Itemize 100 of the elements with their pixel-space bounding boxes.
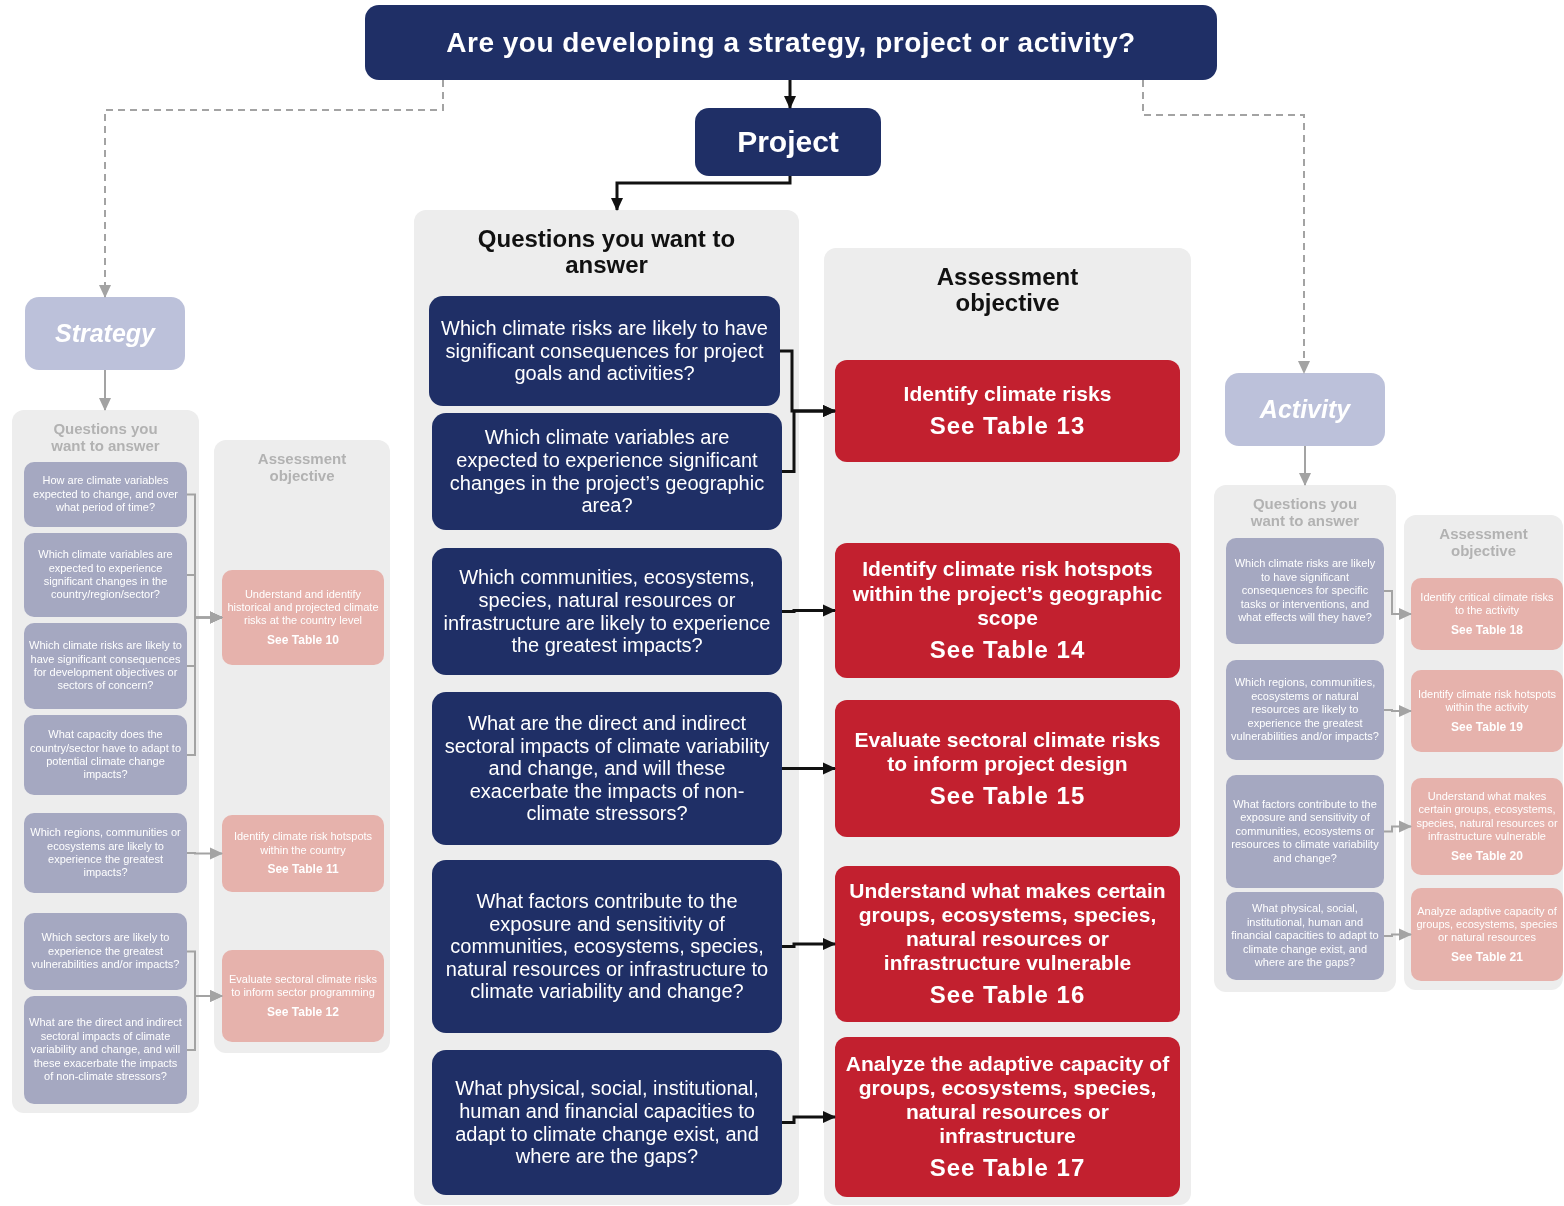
column-heading: Assessment objective <box>935 264 1080 317</box>
question-text: How are climate variables expected to change, and over what period of time? <box>32 474 179 515</box>
objective-box <box>835 700 1180 837</box>
objective-text: Understand what makes certain groups, ecosystems, species, natural resources or infrastructure vulnerable <box>1416 789 1558 844</box>
objective-box <box>1411 578 1563 650</box>
column-heading: Assessment objective <box>256 450 348 485</box>
table-reference: See Table 19 <box>1451 719 1523 735</box>
objective-box <box>835 360 1180 462</box>
column-panel <box>1214 485 1396 992</box>
question-box <box>429 296 780 406</box>
table-reference: See Table 17 <box>929 1154 1086 1183</box>
objective-box <box>1411 778 1563 875</box>
objective-box <box>835 543 1180 678</box>
table-reference: See Table 14 <box>929 635 1086 664</box>
arrow <box>782 1111 836 1124</box>
arrow <box>99 79 444 298</box>
objective-text: Identify critical climate risks to the activity <box>1419 590 1555 618</box>
question-banner <box>365 5 1217 80</box>
table-reference: See Table 13 <box>929 412 1086 440</box>
objective-text: Understand what makes certain groups, ecosystems, species, natural resources or infrastructure vulnerable <box>848 878 1167 976</box>
question-text: Which climate risks are likely to have significant consequences for specific tasks or interventions, and what effects will they have? <box>1233 557 1377 625</box>
arrow <box>1142 79 1310 374</box>
question-text: What factors contribute to the exposure and sensitivity of communities, ecosystems, species, natural resources or infrastructure to climate variability and change? <box>444 890 770 1003</box>
question-box <box>1226 660 1384 760</box>
table-reference: See Table 10 <box>267 632 339 648</box>
question-text: Which regions, communities or ecosystems are likely to experience the greatest impacts? <box>29 826 182 880</box>
column-heading: Questions you want to answer <box>476 226 737 279</box>
table-reference: See Table 20 <box>1451 848 1523 864</box>
objective-text: Understand and identify historical and projected climate risks at the country level <box>227 587 379 628</box>
question-text: Which climate variables are expected to experience significant changes in the country/region/sector? <box>37 548 174 602</box>
arrow <box>782 604 836 617</box>
question-box <box>24 913 187 990</box>
objective-box <box>835 1037 1180 1197</box>
question-text: Which climate risks are likely to have significant consequences for development objectives or sectors of concern? <box>28 639 183 693</box>
arrow <box>1383 705 1412 717</box>
objective-text: Identify climate risk hotspots within the activity <box>1416 687 1558 715</box>
objective-box <box>1411 888 1563 981</box>
question-box <box>24 996 187 1104</box>
question-text: What are the direct and indirect sectoral impacts of climate variability and change, and will these exacerbate the impacts of non-climate stressors? <box>28 1016 183 1084</box>
arrow <box>186 611 223 756</box>
question-box <box>24 462 187 527</box>
objective-text: Evaluate sectoral climate risks to inform project design <box>853 727 1162 776</box>
table-reference: See Table 21 <box>1451 949 1523 965</box>
arrow <box>1299 445 1311 486</box>
column-panel <box>12 410 199 1113</box>
question-box <box>24 533 187 617</box>
heading-text: Project <box>737 125 839 159</box>
question-box <box>1226 775 1384 888</box>
arrow <box>611 176 792 211</box>
arrow <box>186 847 223 860</box>
question-text: What factors contribute to the exposure and sensitivity of communities, ecosystems or resources to climate variability and change? <box>1230 798 1380 865</box>
arrow <box>782 405 836 473</box>
question-text: Which sectors are likely to experience the greatest vulnerabilities and/or impacts? <box>30 931 181 972</box>
question-box <box>432 860 782 1033</box>
heading-text: Activity <box>1259 395 1351 424</box>
objective-box <box>1411 670 1563 752</box>
table-reference: See Table 18 <box>1451 622 1523 638</box>
question-box <box>432 692 782 845</box>
arrow <box>1383 590 1412 620</box>
question-box <box>432 1050 782 1195</box>
arrow <box>1383 928 1412 941</box>
column-panel <box>1404 515 1563 990</box>
question-text: Which regions, communities, ecosystems or natural resources are likely to experience the greatest vulnerabilities and/or impacts? <box>1230 676 1380 744</box>
arrow <box>782 762 836 775</box>
objective-box <box>222 950 384 1042</box>
arrow <box>99 369 111 411</box>
arrow <box>784 80 796 109</box>
question-text: Which climate variables are expected to experience significant changes in the project’s geographic area? <box>448 426 766 517</box>
objective-text: Analyze adaptive capacity of groups, ecosystems, species or natural resources <box>1416 904 1558 945</box>
objective-text: Identify climate risk hotspots within the project’s geographic scope <box>851 557 1164 630</box>
objective-box <box>222 815 384 892</box>
choice-box <box>25 297 185 370</box>
column-heading: Assessment objective <box>1438 525 1529 560</box>
question-box <box>432 413 782 530</box>
heading-text: Are you developing a strategy, project or activity? <box>446 26 1136 59</box>
table-reference: See Table 16 <box>929 981 1086 1010</box>
question-text: What are the direct and indirect sectoral impacts of climate variability and change, and will these exacerbate the impacts of non-climate stressors? <box>443 712 771 825</box>
column-heading: Questions you want to answer <box>50 420 161 455</box>
table-reference: See Table 11 <box>267 862 339 877</box>
objective-text: Evaluate sectoral climate risks to inform sector programming <box>228 972 378 1000</box>
question-text: What physical, social, institutional, human and financial capacities to adapt to climate change exist, and where are the gaps? <box>454 1077 760 1168</box>
question-box <box>1226 538 1384 644</box>
question-text: What capacity does the country/sector have to adapt to potential climate change impacts? <box>28 728 182 782</box>
question-text: Which climate risks are likely to have significant consequences for project goals and activities? <box>440 317 769 385</box>
question-box <box>24 715 187 795</box>
arrow <box>782 938 836 950</box>
objective-text: Analyze the adaptive capacity of groups, ecosystems, species, natural resources or infrastructure <box>844 1051 1171 1149</box>
table-reference: See Table 15 <box>929 781 1086 810</box>
column-heading: Questions you want to answer <box>1249 495 1361 530</box>
arrow <box>186 990 223 1051</box>
question-box <box>24 813 187 893</box>
heading-text: Strategy <box>54 319 155 348</box>
question-box <box>1226 892 1384 980</box>
question-box <box>24 623 187 709</box>
objective-text: Identify climate risks <box>903 382 1112 407</box>
objective-box <box>835 866 1180 1022</box>
column-panel <box>414 210 799 1205</box>
arrow <box>1383 820 1412 833</box>
objective-box <box>222 570 384 665</box>
choice-box <box>1225 373 1385 446</box>
